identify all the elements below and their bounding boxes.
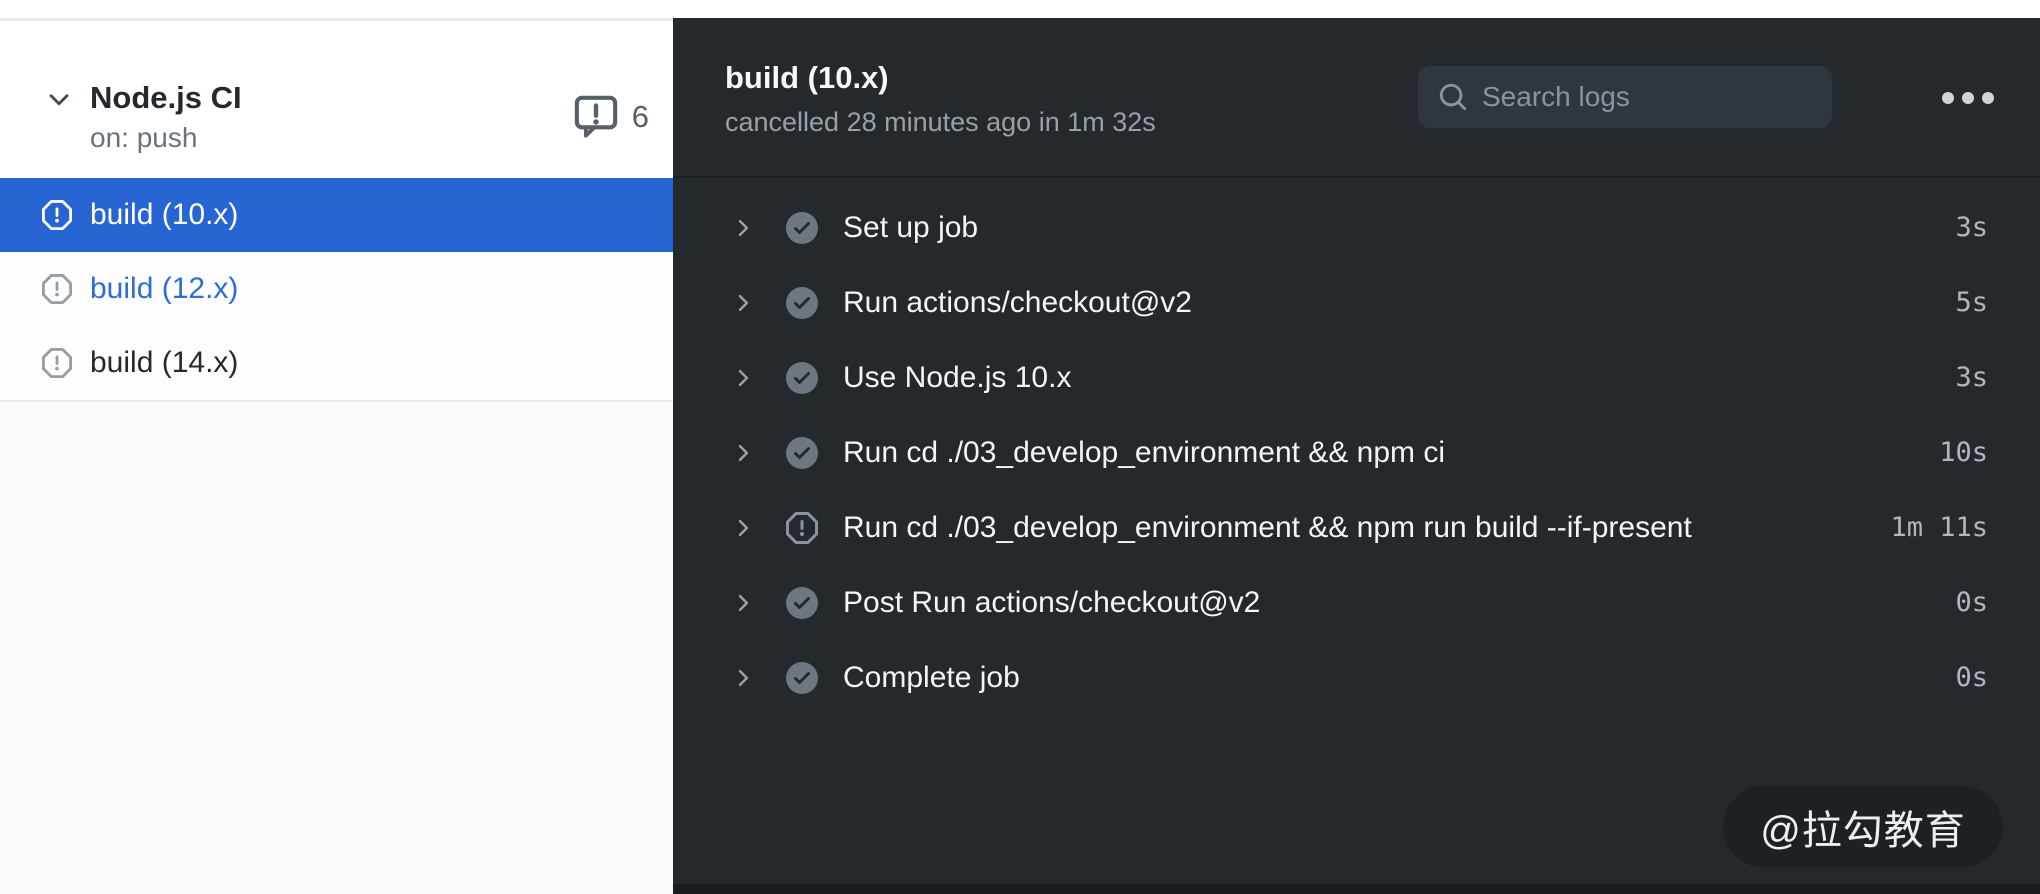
- panel-bottom-strip: [673, 884, 2040, 894]
- step-row-1[interactable]: Run actions/checkout@v2 5s: [673, 265, 2040, 340]
- cancelled-octagon-icon: [42, 200, 72, 230]
- check-circle-icon: [786, 586, 818, 619]
- chevron-down-icon[interactable]: [44, 85, 74, 115]
- step-name: Set up job: [843, 210, 979, 244]
- check-circle-icon: [786, 211, 818, 244]
- kebab-menu-icon[interactable]: [1940, 84, 1996, 112]
- job-row-2[interactable]: build (14.x): [0, 326, 673, 400]
- sidebar-lower-area: [0, 402, 673, 894]
- step-name: Run cd ./03_develop_environment && npm r…: [843, 510, 1692, 544]
- step-name: Run actions/checkout@v2: [843, 285, 1192, 319]
- step-name: Post Run actions/checkout@v2: [843, 585, 1261, 619]
- annotation-count: 6: [631, 99, 649, 134]
- job-row-0[interactable]: build (10.x): [0, 178, 673, 252]
- check-circle-icon: [786, 286, 818, 319]
- job-row-1[interactable]: build (12.x): [0, 252, 673, 326]
- step-name: Use Node.js 10.x: [843, 360, 1072, 394]
- cancelled-octagon-icon: [42, 274, 72, 304]
- workflow-header: Node.js CI on: push 6: [0, 21, 673, 178]
- check-circle-icon: [786, 661, 818, 694]
- log-panel: build (10.x) cancelled 28 minutes ago in…: [673, 18, 2040, 894]
- sidebar: Node.js CI on: push 6 build (10.x) build…: [0, 0, 673, 894]
- chevron-right-icon: [729, 515, 755, 541]
- check-circle-icon: [786, 436, 818, 469]
- job-list: build (10.x) build (12.x) build (14.x): [0, 178, 673, 402]
- chevron-right-icon: [729, 665, 755, 691]
- step-duration: 3s: [1955, 362, 1988, 393]
- step-duration: 3s: [1955, 212, 1988, 243]
- chevron-right-icon: [729, 590, 755, 616]
- chevron-right-icon: [729, 215, 755, 241]
- search-logs-box: [1418, 66, 1832, 128]
- annotations-badge[interactable]: 6: [574, 95, 649, 139]
- check-circle-icon: [786, 361, 818, 394]
- workflow-trigger: on: push: [90, 122, 198, 153]
- step-name: Run cd ./03_develop_environment && npm c…: [843, 435, 1446, 469]
- job-label: build (12.x): [90, 272, 239, 305]
- sidebar-top-divider: [0, 18, 673, 21]
- step-duration: 1m 11s: [1890, 512, 1988, 543]
- job-title: build (10.x): [725, 60, 889, 95]
- chevron-right-icon: [729, 290, 755, 316]
- chevron-right-icon: [729, 440, 755, 466]
- search-logs-input[interactable]: [1418, 66, 1832, 128]
- step-duration: 5s: [1955, 287, 1988, 318]
- step-row-2[interactable]: Use Node.js 10.x 3s: [673, 340, 2040, 415]
- annotation-comment-icon: [574, 95, 617, 138]
- step-duration: 0s: [1955, 587, 1988, 618]
- step-duration: 0s: [1955, 662, 1988, 693]
- job-status-line: cancelled 28 minutes ago in 1m 32s: [725, 107, 1156, 137]
- step-row-3[interactable]: Run cd ./03_develop_environment && npm c…: [673, 415, 2040, 490]
- step-row-6[interactable]: Complete job 0s: [673, 640, 2040, 715]
- workflow-name: Node.js CI: [90, 80, 242, 115]
- step-list: Set up job 3s Run actions/checkout@v2 5s…: [673, 178, 2040, 715]
- step-name: Complete job: [843, 660, 1020, 694]
- chevron-right-icon: [729, 365, 755, 391]
- cancelled-octagon-icon: [42, 348, 72, 378]
- job-label: build (10.x): [90, 198, 239, 231]
- stop-octagon-icon: [786, 511, 818, 544]
- job-label: build (14.x): [90, 346, 239, 379]
- log-panel-header: build (10.x) cancelled 28 minutes ago in…: [673, 18, 2040, 178]
- step-row-4[interactable]: Run cd ./03_develop_environment && npm r…: [673, 490, 2040, 565]
- step-row-5[interactable]: Post Run actions/checkout@v2 0s: [673, 565, 2040, 640]
- watermark-badge: @拉勾教育: [1723, 786, 2003, 867]
- step-row-0[interactable]: Set up job 3s: [673, 190, 2040, 265]
- step-duration: 10s: [1939, 437, 1988, 468]
